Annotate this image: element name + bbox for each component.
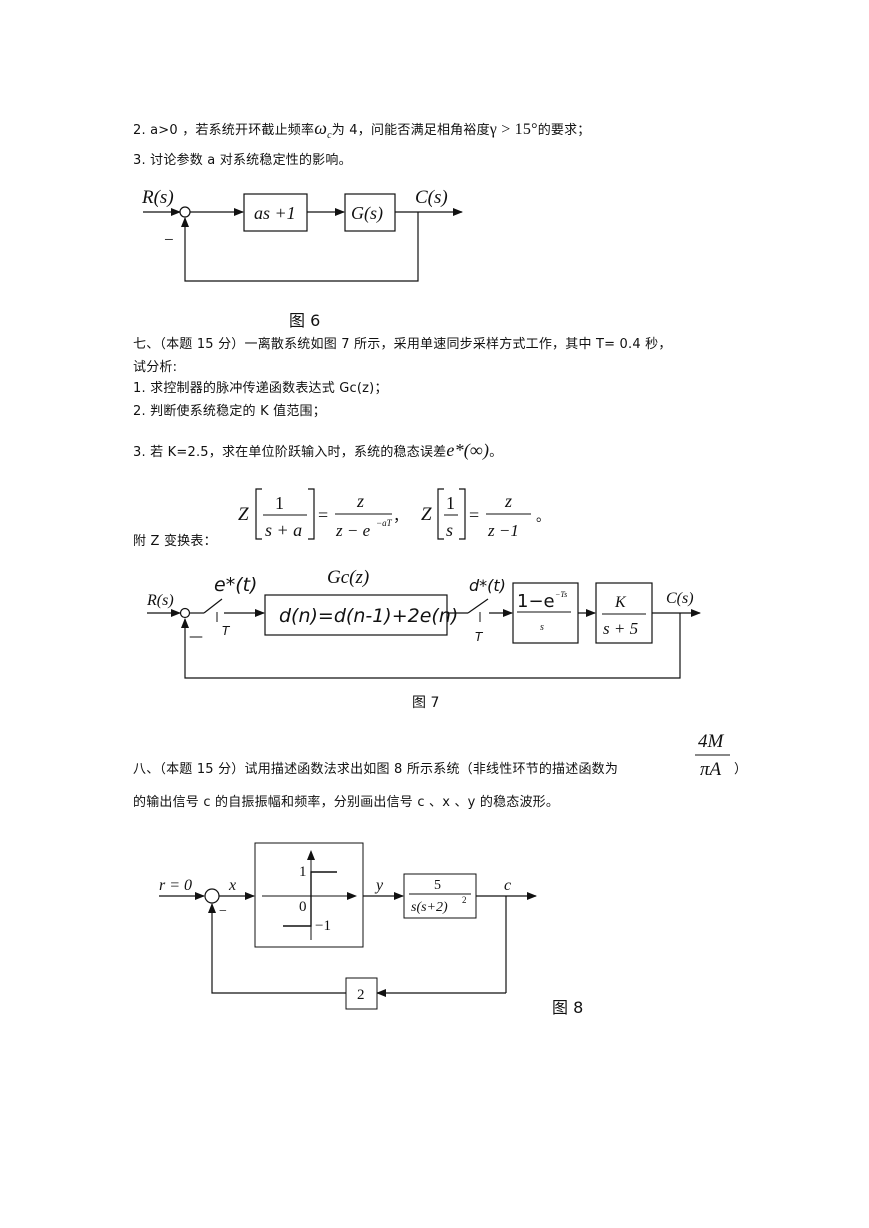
f6-block1-label: as +1 bbox=[254, 203, 296, 223]
figure-6-caption: 图 6 bbox=[289, 311, 321, 330]
zf-den1: s + a bbox=[265, 520, 302, 540]
p7-line1: 七、（本题 15 分）一离散系统如图 7 所示，采用单速同步采样方式工作，其中 … bbox=[133, 337, 672, 352]
p7-item1: 1. 求控制器的脉冲传递函数表达式 Gc(z)； bbox=[133, 381, 388, 396]
p7-ztable-label: 附 Z 变换表： bbox=[133, 534, 217, 549]
f8-zero: 0 bbox=[299, 899, 307, 915]
f8-c-label: c bbox=[504, 877, 511, 894]
f6-summing-junction bbox=[179, 206, 191, 218]
p6-gamma: γ > 15° bbox=[489, 121, 538, 138]
f7-zoh-den: s bbox=[540, 622, 544, 633]
p8-df-den: πA bbox=[700, 759, 722, 780]
p6-omega-sub: c bbox=[327, 130, 332, 141]
figure-7-caption: 图 7 bbox=[412, 695, 440, 711]
zf-eq2: = bbox=[469, 505, 479, 525]
f7-plant-den: s + 5 bbox=[603, 619, 638, 638]
zf-eq1: = bbox=[318, 505, 328, 525]
f7-sampler-2 bbox=[467, 598, 489, 614]
zf-num3: 1 bbox=[446, 493, 455, 513]
f8-plant-block bbox=[403, 873, 477, 919]
f8-plant-num: 5 bbox=[434, 878, 441, 893]
f7-t2: T bbox=[475, 630, 484, 644]
zf-Z2: Z bbox=[421, 504, 432, 525]
f7-sampler-1 bbox=[203, 598, 223, 614]
f8-level-pos: 1 bbox=[299, 864, 307, 880]
f7-output-label: C(s) bbox=[666, 590, 694, 607]
f8-relay-curve bbox=[283, 871, 337, 927]
f8-plant-den-exp: 2 bbox=[462, 895, 467, 905]
f7-t1: T bbox=[222, 624, 231, 638]
p7-item3-text-b: 。 bbox=[489, 445, 503, 460]
p7-item3: 3. 若 K=2.5，求在单位阶跃输入时，系统的稳态误差e*(∞)。 bbox=[133, 440, 503, 461]
p6-omega: ω bbox=[314, 118, 328, 138]
p7-line2: 试分析: bbox=[133, 360, 178, 375]
zf-num2: z bbox=[356, 491, 364, 511]
f7-controller-eq: d(n)=d(n-1)+2e(n) bbox=[279, 605, 458, 627]
f6-block-as-plus-1 bbox=[243, 193, 308, 232]
p6-item2-text-b: 为 4，问能否满足相角裕度 bbox=[331, 123, 490, 138]
f7-zoh-num: 1−e bbox=[517, 591, 555, 612]
f7-plant-num: K bbox=[614, 594, 627, 611]
f6-output-label: C(s) bbox=[415, 187, 448, 208]
zf-end: 。 bbox=[536, 509, 550, 525]
f8-x-label: x bbox=[228, 877, 236, 894]
f7-controller-block bbox=[264, 594, 448, 636]
p7-item3-text-a: 3. 若 K=2.5，求在单位阶跃输入时，系统的稳态误差 bbox=[133, 445, 447, 460]
zf-den4: z −1 bbox=[487, 521, 519, 540]
p8-line1-text-a: 八、（本题 15 分）试用描述函数法求出如图 8 所示系统（非线性环节的描述函数… bbox=[133, 762, 619, 777]
f6-block2-label: G(s) bbox=[351, 203, 383, 224]
f8-summing-junction bbox=[204, 888, 220, 904]
f7-err-sample-label: e*(t) bbox=[214, 574, 257, 596]
zf-den3: s bbox=[446, 520, 453, 540]
f6-input-label: R(s) bbox=[141, 187, 174, 208]
f6-block-G bbox=[344, 193, 396, 232]
zf-den2: z − e bbox=[335, 521, 371, 540]
p6-item3: 3. 讨论参数 a 对系统稳定性的影响。 bbox=[133, 153, 352, 168]
f8-plant-den: s(s+2) bbox=[411, 900, 448, 915]
p6-item2-text-a: 2. a>0 ，若系统开环截止频率 bbox=[133, 123, 315, 138]
zf-den2-exp: −aT bbox=[376, 518, 393, 528]
f8-feedback-block bbox=[345, 977, 378, 1010]
f7-zoh-block bbox=[512, 582, 579, 644]
f7-summing-junction bbox=[179, 607, 191, 619]
f8-input-label: r = 0 bbox=[159, 877, 192, 894]
f6-minus: − bbox=[164, 230, 174, 249]
f7-plant-block bbox=[595, 582, 653, 644]
zf-Z1: Z bbox=[238, 504, 249, 525]
f8-relay-block bbox=[254, 842, 364, 948]
f8-minus: − bbox=[219, 904, 227, 919]
figure-8-caption: 图 8 bbox=[552, 998, 584, 1017]
zf-num4: z bbox=[504, 491, 512, 511]
f8-level-neg: −1 bbox=[315, 918, 331, 934]
f7-input-label: R(s) bbox=[146, 592, 174, 609]
p6-item2: 2. a>0 ，若系统开环截止频率ωc为 4，问能否满足相角裕度γ > 15°的… bbox=[133, 118, 591, 141]
f8-y-label: y bbox=[374, 877, 384, 894]
f8-feedback-gain: 2 bbox=[357, 987, 365, 1003]
f7-controller-label: Gc(z) bbox=[327, 567, 369, 588]
p8-df-num: 4M bbox=[698, 731, 725, 752]
p7-steady-state-error: e*(∞) bbox=[446, 440, 490, 460]
p8-line2: 的输出信号 c 的自振振幅和频率，分别画出信号 c 、x 、y 的稳态波形。 bbox=[133, 795, 560, 810]
zf-num1: 1 bbox=[275, 493, 284, 513]
p7-item2: 2. 判断使系统稳定的 K 值范围； bbox=[133, 404, 326, 419]
zf-comma: ， bbox=[393, 507, 408, 525]
p6-item2-text-c: 的要求； bbox=[537, 123, 591, 138]
f7-minus: — bbox=[189, 629, 203, 645]
f7-zoh-exp: −Ts bbox=[555, 590, 567, 599]
f7-d-sample-label: d*(t) bbox=[469, 576, 506, 595]
p8-line1-close: ） bbox=[734, 762, 748, 777]
p8-line1: 八、（本题 15 分）试用描述函数法求出如图 8 所示系统（非线性环节的描述函数… bbox=[133, 762, 618, 778]
